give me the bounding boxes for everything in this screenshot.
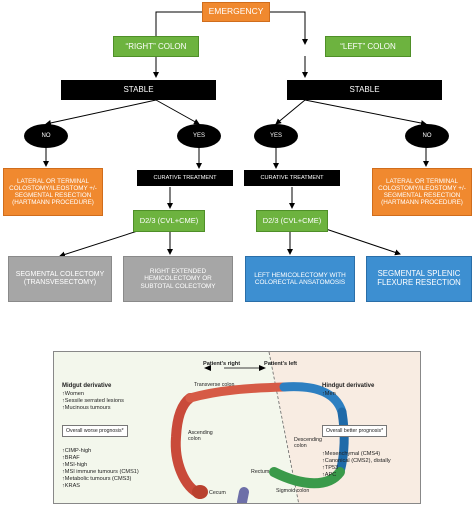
right-extended-box: RIGHT EXTENDED HEMICOLECTOMY OR SUBTOTAL… — [123, 256, 233, 302]
midgut-item: ↑Mucinous tumours — [62, 405, 111, 411]
hindgut-marker: ↑Mesenchymal (CMS4) — [322, 451, 381, 457]
colon-anatomy-panel: Patient's right Patient's left Midgut de… — [53, 351, 421, 504]
stable-box-right: STABLE — [61, 80, 216, 100]
hindgut-title: Hindgut derivative — [322, 383, 375, 389]
splenic-flexure-box: SEGMENTAL SPLENIC FLEXURE RESECTION — [366, 256, 472, 302]
no-oval-right: NO — [24, 124, 68, 148]
colon-illustration — [54, 352, 420, 503]
sigmoid-colon-label: Sigmoid colon — [276, 488, 310, 494]
left-colon-box: “LEFT” COLON — [325, 36, 411, 57]
emergency-box: EMERGENCY — [202, 2, 270, 22]
descending-colon-label: Descending colon — [294, 437, 322, 449]
hindgut-prognosis-box: Overall better prognosis* — [322, 425, 388, 437]
midgut-title: Midgut derivative — [62, 383, 112, 389]
d23-box-right: D2/3 (CVL+CME) — [133, 210, 205, 232]
hindgut-marker: ↑APC — [322, 472, 337, 478]
transverse-colon-label: Transverse colon — [194, 382, 235, 388]
curative-treatment-right: CURATIVE TREATMENT — [137, 170, 233, 186]
yes-oval-left: YES — [254, 124, 298, 148]
segmental-colectomy-box: SEGMENTAL COLECTOMY (TRANSVESECTOMY) — [8, 256, 112, 302]
midgut-marker: ↑BRAF — [62, 455, 80, 461]
yes-oval-right: YES — [177, 124, 221, 148]
d23-box-left: D2/3 (CVL+CME) — [256, 210, 328, 232]
left-hemicolectomy-box: LEFT HEMICOLECTOMY WITH COLORECTAL ANSAT… — [245, 256, 355, 302]
midgut-item: ↑Sessile serrated lesions — [62, 398, 124, 404]
midgut-marker: ↑MSI immune tumours (CMS1) — [62, 469, 139, 475]
midgut-prognosis-box: Overall worse prognosis* — [62, 425, 128, 437]
midgut-marker: ↑CIMP-high — [62, 448, 92, 454]
ascending-colon-label: Ascending colon — [188, 430, 213, 442]
right-colon-box: “RIGHT” COLON — [113, 36, 199, 57]
midgut-marker: ↑MSI-high — [62, 462, 88, 468]
midgut-item: ↑Women — [62, 391, 84, 397]
curative-treatment-left: CURATIVE TREATMENT — [244, 170, 340, 186]
patients-left-label: Patient's left — [264, 361, 298, 367]
hindgut-marker: ↑Canonical (CMS2), distally — [322, 458, 391, 464]
patients-right-label: Patient's right — [203, 361, 241, 367]
hindgut-marker: ↑TP53 — [322, 465, 339, 471]
midgut-marker: ↑KRAS — [62, 483, 81, 489]
stable-box-left: STABLE — [287, 80, 442, 100]
cecum-label: Cecum — [209, 490, 226, 496]
no-oval-left: NO — [405, 124, 449, 148]
midgut-marker: ↑Metabolic tumours (CMS3) — [62, 476, 132, 482]
hindgut-item: ↑Men — [322, 391, 336, 397]
hartmann-box-left: LATERAL OR TERMINAL COLOSTOMY/ILEOSTOMY … — [372, 168, 472, 216]
rectum-label: Rectum — [251, 469, 270, 475]
hartmann-box-right: LATERAL OR TERMINAL COLOSTOMY/ILEOSTOMY … — [3, 168, 103, 216]
